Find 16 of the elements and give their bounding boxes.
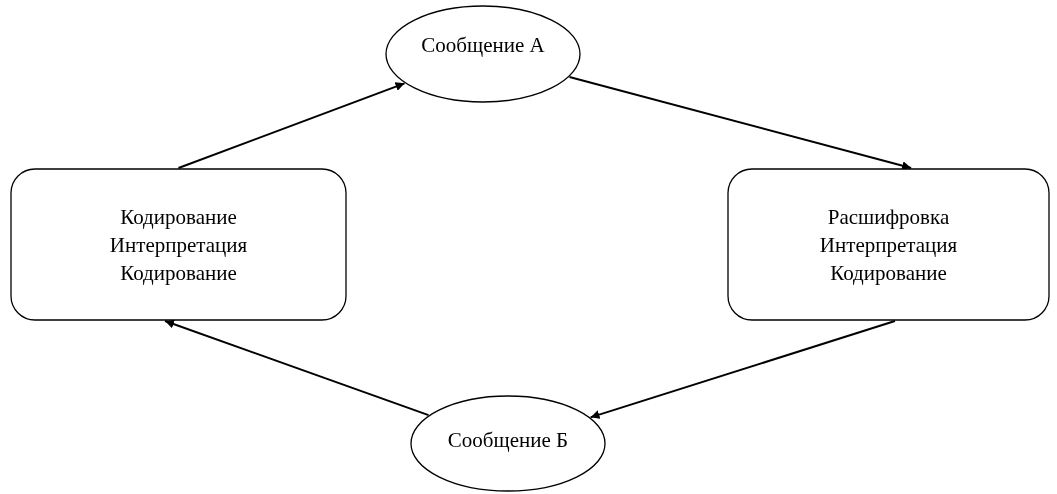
ellipse-node: [385, 5, 581, 103]
node-text: Сообщение Б: [447, 426, 569, 454]
node-text: Кодирование: [120, 259, 237, 287]
ellipse-node: [410, 395, 606, 492]
node-text: Сообщение А: [421, 32, 545, 59]
node-text: Кодирование: [120, 203, 237, 231]
arrow: [177, 82, 406, 169]
rounded-box: [727, 168, 1050, 321]
arrow: [164, 319, 430, 417]
rounded-box: [10, 168, 347, 321]
node-text: Интерпретация: [819, 231, 958, 259]
node-text: Расшифровка: [827, 203, 950, 231]
arrow: [589, 320, 896, 419]
arrow: [568, 76, 913, 171]
node-text: Интерпретация: [109, 231, 248, 259]
node-text: Кодирование: [830, 259, 947, 287]
